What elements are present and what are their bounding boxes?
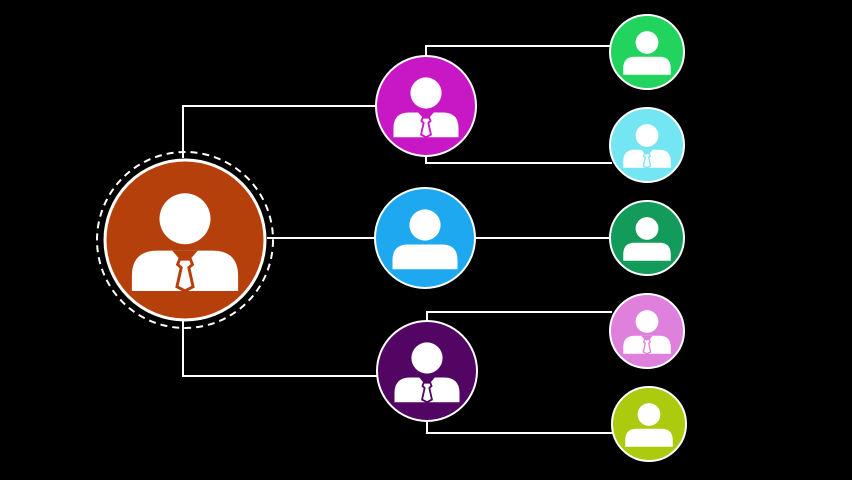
manager-node: [375, 55, 477, 157]
head-shape: [637, 403, 661, 426]
member-node: [609, 14, 685, 90]
head-shape: [635, 31, 659, 54]
manager-node: [376, 320, 478, 422]
member-node: [609, 200, 685, 276]
person-tie-icon: [623, 124, 671, 169]
tie-shape: [642, 338, 652, 355]
member-node: [609, 107, 685, 183]
member-node: [611, 386, 687, 462]
head-shape: [635, 217, 659, 240]
connector-manager-3-member-5: [426, 420, 614, 434]
person-tie-icon: [393, 77, 459, 139]
head-shape: [409, 209, 441, 241]
person-icon: [625, 403, 673, 447]
root-node: [96, 151, 274, 329]
torso-shape: [392, 244, 458, 270]
person-icon: [392, 209, 458, 270]
manager-node: [374, 187, 476, 289]
torso-shape: [623, 242, 671, 261]
tie-shape: [421, 381, 433, 404]
root-dashed-ring: [96, 151, 274, 329]
connectors: [182, 45, 614, 434]
tie-shape: [642, 152, 652, 169]
head-shape: [635, 310, 659, 333]
head-shape: [635, 124, 659, 147]
connector-root-manager-3: [182, 320, 380, 377]
torso-shape: [623, 56, 671, 75]
head-shape: [411, 342, 443, 374]
connector-manager-1-member-1: [425, 45, 612, 57]
person-icon: [623, 217, 671, 261]
person-tie-icon: [131, 193, 239, 293]
head-shape: [159, 193, 211, 245]
head-shape: [410, 77, 442, 109]
person-tie-icon: [623, 310, 671, 355]
person-icon: [623, 31, 671, 75]
member-node: [609, 293, 685, 369]
connector-root-manager-1: [182, 105, 378, 158]
connector-manager-3-member-4: [426, 311, 612, 323]
torso-shape: [625, 428, 673, 447]
tie-shape: [175, 257, 195, 293]
person-tie-icon: [394, 342, 460, 404]
tie-shape: [420, 116, 432, 139]
connector-manager-1-member-2: [425, 155, 612, 164]
